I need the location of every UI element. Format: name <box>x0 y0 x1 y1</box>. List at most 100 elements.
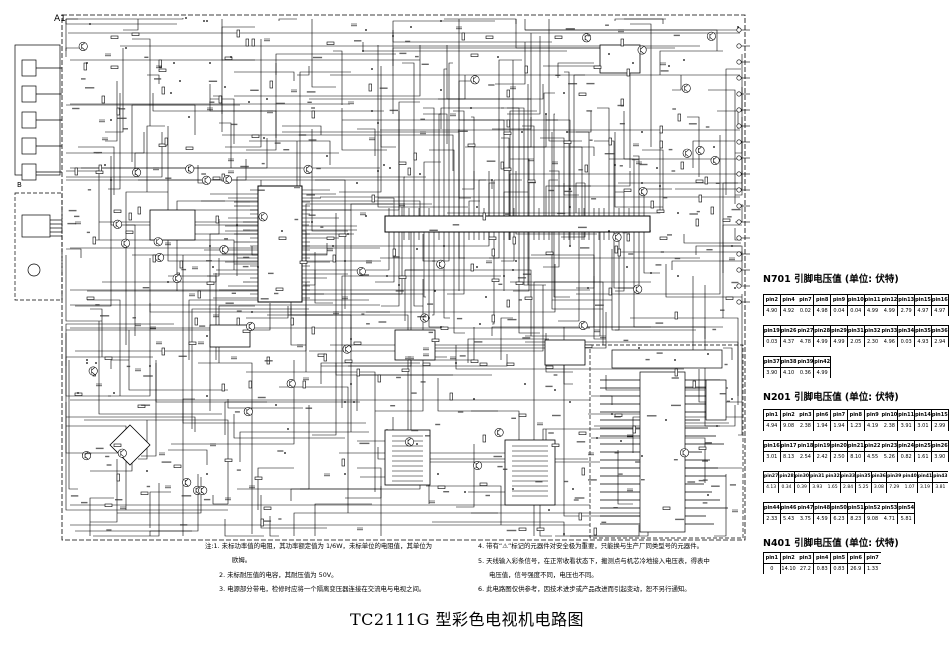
label-mark <box>619 165 623 167</box>
wire <box>492 117 532 130</box>
wire <box>695 245 741 255</box>
capacitor <box>627 434 633 438</box>
connector-pin <box>736 91 742 97</box>
resistor <box>245 38 249 47</box>
label-mark <box>673 34 680 37</box>
label-mark <box>563 480 569 483</box>
wire <box>672 75 682 91</box>
transistor-lead <box>685 149 689 157</box>
junction-dot <box>167 281 169 283</box>
junction-dot <box>350 383 352 385</box>
resistor <box>710 206 714 215</box>
wire <box>345 486 382 499</box>
ic-pin-wire <box>597 107 610 208</box>
label-mark <box>142 287 150 289</box>
wire <box>219 122 232 168</box>
label-mark <box>727 216 732 218</box>
transistor-lead <box>120 449 124 457</box>
label-mark <box>240 165 249 168</box>
wire <box>246 371 376 492</box>
resistor <box>506 299 510 308</box>
wire <box>618 171 743 184</box>
label-mark <box>688 123 697 125</box>
junction-dot <box>224 86 226 88</box>
wire <box>131 104 240 162</box>
label-mark <box>420 118 425 120</box>
label-mark <box>305 407 313 409</box>
ic-pin-wire <box>523 240 546 286</box>
junction-dot <box>563 533 565 535</box>
resistor <box>674 368 678 377</box>
capacitor <box>159 452 165 456</box>
transistor <box>185 164 195 174</box>
diagram-title: TC2111G 型彩色电视机电路图 <box>350 610 585 629</box>
ic-pin-wire <box>403 176 426 208</box>
wire <box>366 264 556 313</box>
wire <box>362 42 567 52</box>
label-mark <box>457 411 464 413</box>
capacitor <box>324 473 330 477</box>
wire <box>525 29 718 51</box>
wire <box>66 18 184 20</box>
label-mark <box>557 212 566 215</box>
capacitor <box>99 119 105 123</box>
wire <box>149 491 171 528</box>
voltage-value-cell: 4.10 <box>780 367 797 378</box>
capacitor <box>165 485 171 489</box>
resistor <box>725 296 734 300</box>
voltage-value-cell: 2.99 <box>931 420 948 431</box>
wire <box>303 270 316 286</box>
pin-label-cell: pin2 <box>780 552 797 563</box>
wire <box>555 171 631 187</box>
voltage-value-cell: 4.97 <box>931 305 948 316</box>
label-mark <box>250 89 259 91</box>
voltage-value-cell: 5.26 <box>881 451 898 462</box>
resistor <box>422 362 431 366</box>
wire <box>66 425 127 510</box>
resistor <box>104 503 113 507</box>
transistor-lead <box>584 34 589 42</box>
junction-dot <box>572 488 574 490</box>
junction-dot <box>383 164 385 166</box>
wire <box>312 363 337 436</box>
pin-label-cell: pin26 <box>931 440 948 451</box>
crt-board-outline <box>589 344 744 539</box>
wire <box>437 378 498 412</box>
voltage-value-cell: 0.34 <box>779 482 794 493</box>
pin-label-cell: pin29 <box>830 325 847 336</box>
label-mark <box>660 70 669 72</box>
voltage-value-cell: 1.65 <box>825 482 840 493</box>
transistor <box>219 245 229 255</box>
label-mark <box>545 385 553 388</box>
connector-box <box>14 44 61 176</box>
voltage-value-cell: 2.50 <box>830 451 847 462</box>
resistor <box>326 236 335 240</box>
resistor <box>161 347 165 356</box>
pin-label-cell: pin7 <box>864 552 881 563</box>
resistor <box>110 35 119 39</box>
voltage-value-cell: 8.10 <box>847 451 864 462</box>
wire <box>66 416 196 432</box>
capacitor <box>207 107 213 111</box>
label-mark <box>705 126 710 128</box>
transistor-lead <box>289 379 293 388</box>
label-mark <box>564 190 573 193</box>
junction-dot <box>263 137 265 139</box>
label-mark <box>117 117 127 119</box>
pin-label-cell: pin41 <box>917 471 933 482</box>
wire <box>78 146 115 195</box>
pin-label-cell: pin23 <box>881 440 898 451</box>
label-mark <box>165 177 172 179</box>
junction-dot <box>515 260 517 262</box>
label-mark <box>390 405 396 407</box>
wire <box>677 467 742 492</box>
label-mark <box>420 381 426 383</box>
voltage-value-cell: 3.91 <box>898 420 915 431</box>
voltage-value-cell: 4.92 <box>780 305 797 316</box>
label-mark <box>311 107 315 109</box>
wire <box>207 258 220 277</box>
transistor <box>286 379 296 389</box>
ic-pin-wire <box>567 131 590 208</box>
wire <box>404 269 423 321</box>
capacitor <box>198 341 204 345</box>
